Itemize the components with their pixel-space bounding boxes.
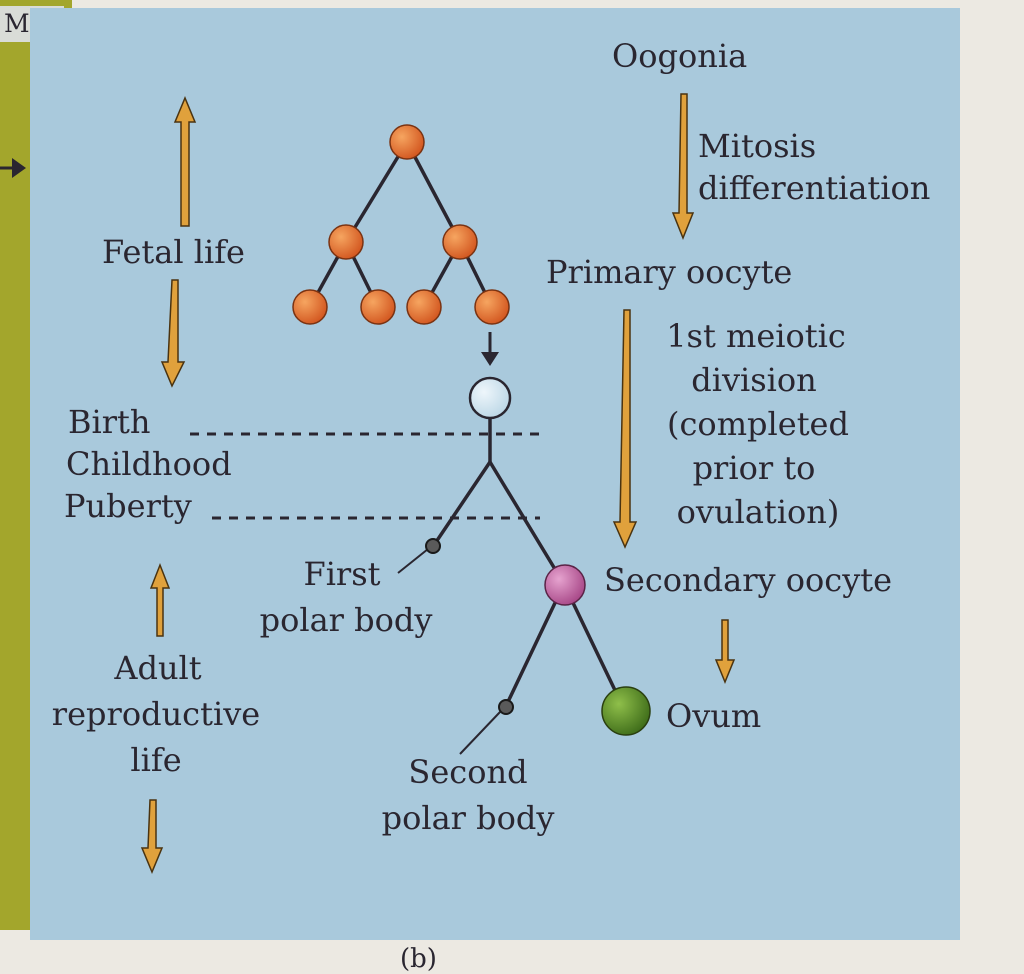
oogonia-label: Oogonia xyxy=(612,37,748,75)
adult-line-2: reproductive xyxy=(51,695,261,733)
birth-label: Birth xyxy=(68,403,151,441)
second-polar-body-line-1: Second xyxy=(408,753,528,791)
second-polar-body-line-2: polar body xyxy=(381,799,555,837)
fetal-down-arrow-icon xyxy=(160,279,186,388)
primary-oocyte-label: Primary oocyte xyxy=(546,253,793,291)
oogonium-cell xyxy=(474,289,510,325)
adult-line-1: Adult xyxy=(114,649,202,687)
ovum-cell xyxy=(601,686,651,736)
oogonium-cell xyxy=(406,289,442,325)
oogonium-cell xyxy=(360,289,396,325)
childhood-label: Childhood xyxy=(66,445,232,483)
figure-caption: (b) xyxy=(400,944,437,974)
adult-down-arrow-icon xyxy=(140,799,164,874)
oogonia-branching xyxy=(308,141,494,308)
meiosis-line-1: 1st meiotic xyxy=(666,317,846,355)
oogonium-cell xyxy=(442,224,478,260)
mitosis-label: Mitosis xyxy=(698,127,817,165)
second-polar-body-cell xyxy=(498,699,514,715)
oogonia-cells xyxy=(292,124,510,325)
to-primary-oocyte-arrow-icon xyxy=(481,332,499,366)
differentiation-label: differentiation xyxy=(698,169,931,207)
meiosis-line-4: prior to xyxy=(692,449,816,487)
secondary-oocyte-label: Secondary oocyte xyxy=(604,561,893,599)
fetal-up-arrow-icon xyxy=(173,96,197,227)
meiosis-branching xyxy=(397,418,626,755)
adult-line-3: life xyxy=(130,741,182,779)
first-polar-body-line-2: polar body xyxy=(259,601,433,639)
oogonium-cell xyxy=(389,124,425,160)
primary-oocyte-cell xyxy=(468,376,512,420)
adult-up-arrow-icon xyxy=(149,562,171,637)
first-polar-body-cell xyxy=(425,538,441,554)
sidebar-arrow-icon xyxy=(0,158,26,178)
meiosis-line-5: ovulation) xyxy=(676,493,840,531)
ovum-label: Ovum xyxy=(666,697,762,735)
oogonium-cell xyxy=(328,224,364,260)
secondary-oocyte-cell xyxy=(544,564,586,606)
first-polar-body-line-1: First xyxy=(303,555,381,593)
meiosis-down-arrow-icon xyxy=(612,309,638,549)
secondary-to-ovum-arrow-icon xyxy=(714,619,736,684)
mitosis-down-arrow-icon xyxy=(671,93,695,241)
meiosis-line-3: (completed xyxy=(667,405,849,443)
puberty-label: Puberty xyxy=(64,487,192,525)
oogonium-cell xyxy=(292,289,328,325)
fetal-life-label: Fetal life xyxy=(102,233,245,271)
meiosis-line-2: division xyxy=(691,361,817,399)
